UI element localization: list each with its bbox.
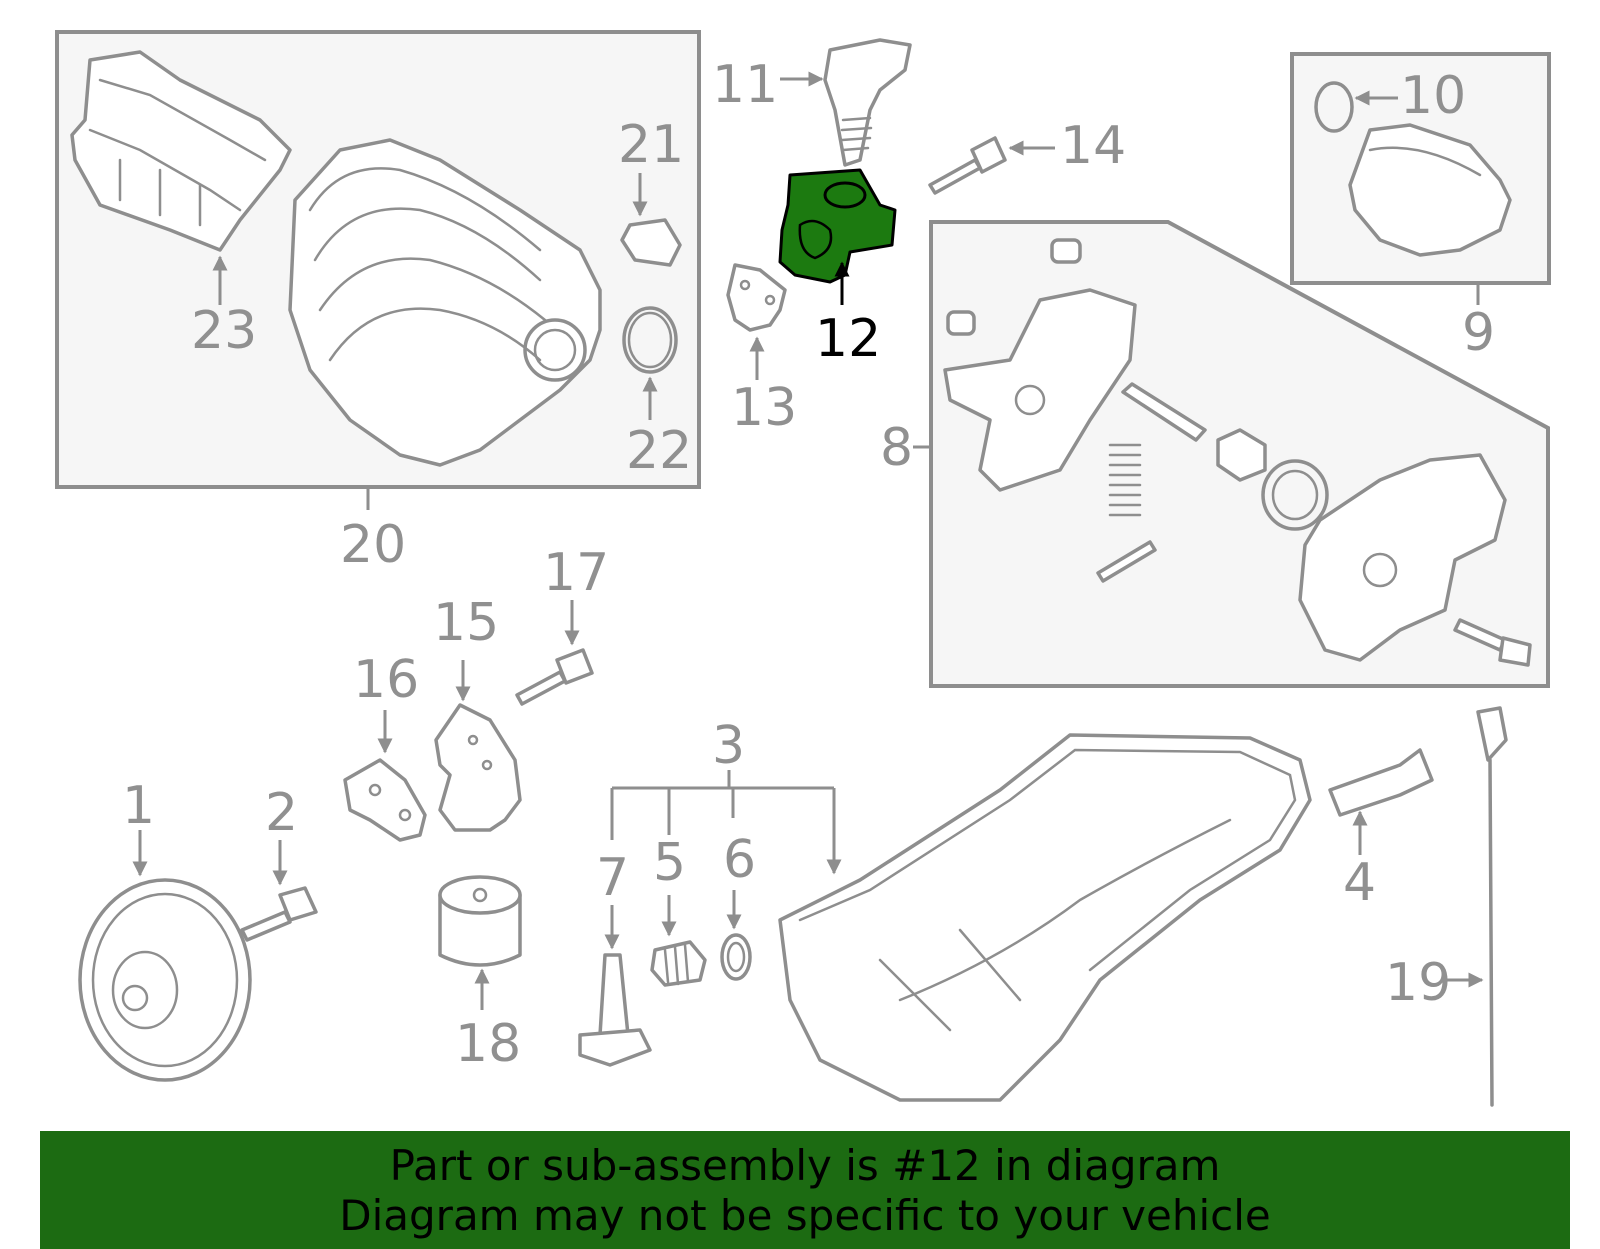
callout-12: 12 <box>815 309 881 369</box>
part-21-gasket[interactable] <box>620 173 682 267</box>
callout-19: 19 <box>1385 953 1451 1013</box>
part-11-oil-control-solenoid[interactable] <box>780 38 912 167</box>
part-17-bolt[interactable] <box>515 600 594 706</box>
oil-pump-group-box <box>913 220 1550 688</box>
callout-9: 9 <box>1462 303 1495 363</box>
part-23-engine-cover[interactable] <box>70 50 292 305</box>
callout-4: 4 <box>1343 853 1376 913</box>
part-3-bracket-lines <box>610 770 842 875</box>
part-18-oil-filter[interactable] <box>438 875 522 1010</box>
callout-15: 15 <box>433 593 499 653</box>
callout-5: 5 <box>653 833 686 893</box>
callout-16: 16 <box>353 650 419 710</box>
callout-18: 18 <box>455 1014 521 1074</box>
part-16-gasket[interactable] <box>343 710 427 842</box>
callout-2: 2 <box>265 783 298 843</box>
callout-13: 13 <box>731 378 797 438</box>
part-2-pulley-bolt[interactable] <box>240 840 318 942</box>
callout-3: 3 <box>712 716 745 776</box>
part-15-oil-filter-adapter[interactable] <box>434 660 522 832</box>
part-5-drain-plug[interactable] <box>650 895 707 987</box>
part-13-gasket[interactable] <box>726 263 787 380</box>
callout-1: 1 <box>122 776 155 836</box>
part-22-o-ring[interactable] <box>622 306 678 420</box>
callout-21: 21 <box>618 115 684 175</box>
part-12-highlighted-component[interactable] <box>778 168 897 305</box>
callout-22: 22 <box>626 421 692 481</box>
callout-11: 11 <box>712 55 778 115</box>
part-19-dipstick[interactable] <box>1445 706 1508 1107</box>
part-20-intake-manifold[interactable] <box>288 138 602 467</box>
part-4-dipstick-tube[interactable] <box>1328 748 1434 855</box>
part-3-oil-pan[interactable] <box>778 733 1312 1102</box>
callout-20: 20 <box>340 515 406 575</box>
banner-line-2: Diagram may not be specific to your vehi… <box>339 1191 1271 1240</box>
oil-cooler-group-box <box>1290 52 1551 305</box>
callout-8: 8 <box>880 418 913 478</box>
part-7-baffle[interactable] <box>578 905 652 1067</box>
info-banner: Part or sub-assembly is #12 in diagram D… <box>40 1131 1570 1249</box>
part-6-washer[interactable] <box>720 890 752 981</box>
callout-10: 10 <box>1400 66 1466 126</box>
part-14-bolt[interactable] <box>928 136 1055 195</box>
callout-17: 17 <box>543 543 609 603</box>
callout-14: 14 <box>1060 116 1126 176</box>
callout-6: 6 <box>723 830 756 890</box>
banner-line-1: Part or sub-assembly is #12 in diagram <box>389 1141 1221 1190</box>
part-1-crankshaft-pulley[interactable] <box>78 830 252 1082</box>
callout-7: 7 <box>596 848 629 908</box>
callout-23: 23 <box>191 301 257 361</box>
